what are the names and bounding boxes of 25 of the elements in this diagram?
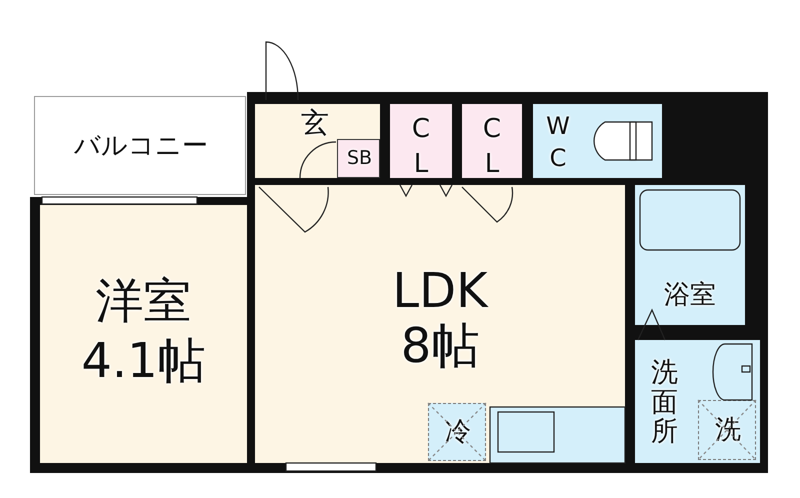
fridge-space	[428, 403, 486, 461]
washroom	[635, 340, 760, 463]
area-label: 8帖	[400, 320, 480, 373]
room-label: 洋室	[94, 275, 192, 328]
western-room	[40, 205, 247, 463]
balcony-area	[34, 96, 246, 195]
room-label: C L	[482, 113, 502, 182]
room-label: 洗面所	[651, 358, 678, 448]
shoe-box-area	[337, 139, 380, 178]
bathroom	[635, 185, 745, 325]
washer-space	[698, 400, 756, 460]
closet-area	[390, 104, 452, 178]
room-label: 玄	[300, 108, 330, 139]
room-label: SB	[346, 148, 374, 169]
room-label: 洗	[714, 416, 742, 445]
area-label: 4.1帖	[80, 335, 207, 388]
room-label: バルコニー	[73, 132, 209, 161]
closet-area	[462, 104, 522, 178]
room-label: C L	[410, 113, 432, 182]
room-label: 浴室	[663, 281, 717, 310]
room-label: W C	[545, 111, 571, 174]
entrance-area	[255, 104, 380, 178]
room-label: 冷	[444, 418, 472, 447]
room-label: LDK	[391, 265, 490, 318]
living-dining-kitchen	[255, 185, 625, 463]
